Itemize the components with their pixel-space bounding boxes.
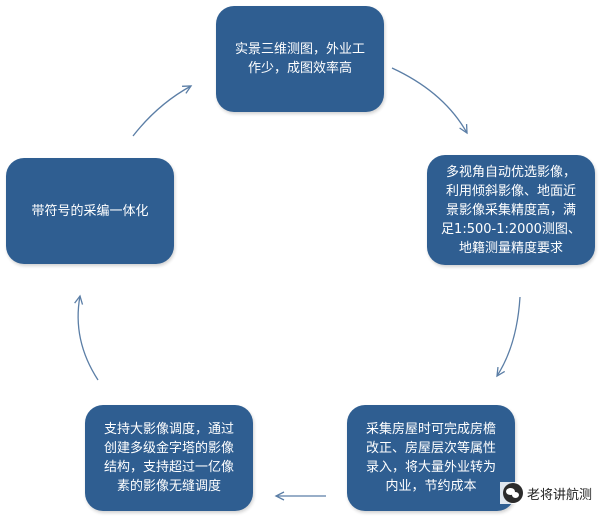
node-bottom-left: 支持大影像调度，通过 创建多级金字塔的影像 结构，支持超过一亿像 素的影像无缝调… — [85, 405, 253, 511]
arrow-top-to-right — [391, 67, 468, 135]
arrow-left-to-top — [132, 85, 193, 137]
node-left: 带符号的采编一体化 — [6, 158, 174, 264]
arrow-right-to-bottom-right — [496, 296, 521, 378]
watermark: 老将讲航测 — [499, 482, 595, 504]
node-right: 多视角自动优选影像， 利用倾斜影像、地面近 景影像采集精度高，满 足1:500-… — [427, 155, 595, 265]
node-top: 实景三维测图，外业工 作少，成图效率高 — [216, 6, 384, 112]
watermark-text: 老将讲航测 — [526, 487, 592, 503]
wechat-icon — [502, 483, 523, 503]
arrow-bottom-left-to-left — [74, 294, 99, 381]
node-bottom-right: 采集房屋时可完成房檐 改正、房屋层次等属性 录入，将大量外业转为 内业，节约成本 — [347, 405, 515, 511]
